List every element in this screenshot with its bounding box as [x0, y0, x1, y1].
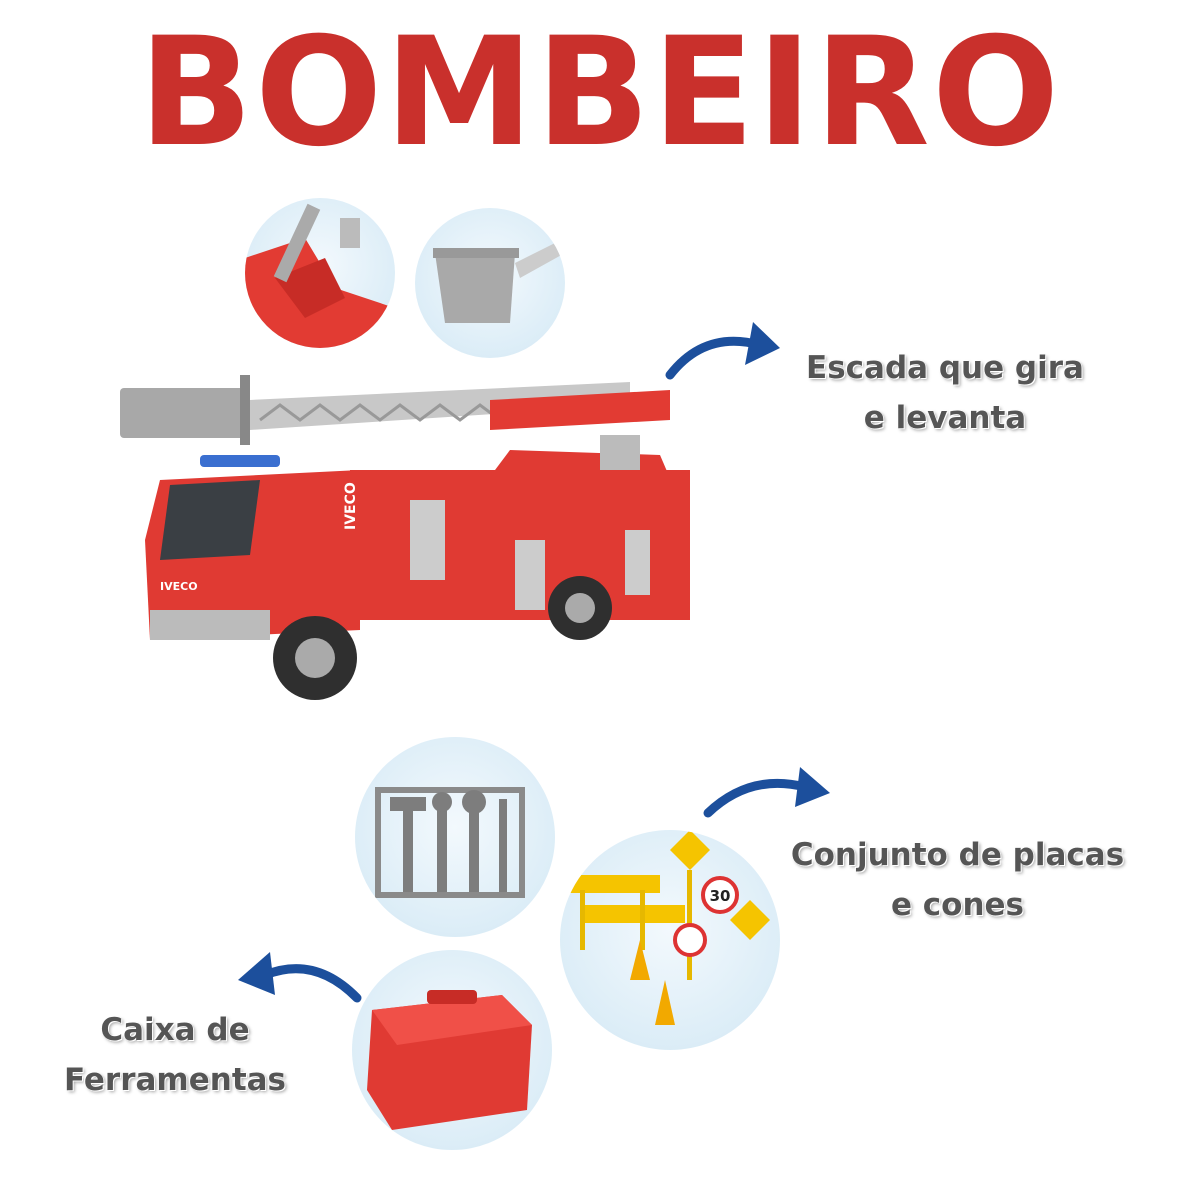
truck-brand-side: IVECO: [343, 482, 359, 530]
detail-bubble-tools: [355, 737, 555, 937]
label-ladder-line2: e levanta: [863, 400, 1027, 436]
toolbox-illustration: [367, 990, 532, 1130]
label-toolbox: Caixa de Ferramentas: [40, 1005, 310, 1105]
label-toolbox-line2: Ferramentas: [63, 1062, 287, 1098]
basket-illustration: [433, 238, 565, 323]
label-ladder-line1: Escada que gira: [806, 350, 1084, 386]
detail-bubble-ladder-base: [245, 198, 395, 348]
speed-limit-value: 30: [710, 887, 731, 905]
label-ladder: Escada que gira e levanta: [790, 343, 1100, 443]
fire-truck-illustration: IVECO IVECO: [120, 375, 690, 700]
label-signs-line2: e cones: [890, 887, 1025, 923]
detail-bubble-toolbox: [352, 950, 552, 1150]
arrow-toolbox: [238, 952, 362, 1003]
detail-bubble-basket: [415, 208, 565, 358]
arrow-signs: [703, 767, 830, 818]
detail-bubble-signs: 30: [560, 830, 780, 1050]
truck-brand-front: IVECO: [160, 580, 198, 593]
signs-and-cones-illustration: 30: [560, 830, 770, 1025]
tools-illustration: [375, 787, 525, 898]
label-signs-line1: Conjunto de placas: [790, 837, 1125, 873]
label-signs: Conjunto de placas e cones: [775, 830, 1140, 930]
ladder-base-illustration: [245, 203, 395, 348]
page-title: BOMBEIRO: [138, 6, 1062, 180]
label-toolbox-line1: Caixa de: [100, 1012, 250, 1048]
arrow-ladder: [665, 322, 780, 380]
